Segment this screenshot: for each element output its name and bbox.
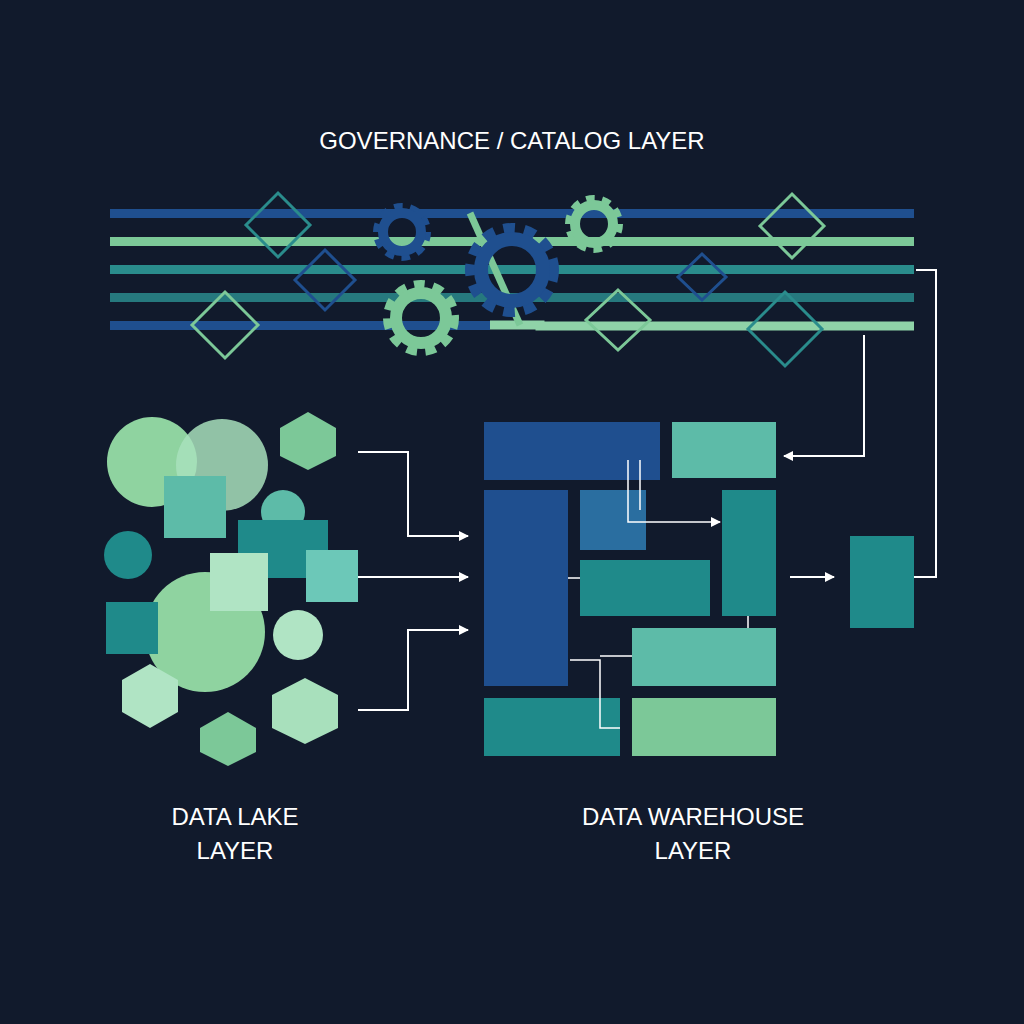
layer-label: DATA LAKE LAYER (150, 800, 320, 868)
layer-label: GOVERNANCE / CATALOG LAYER (252, 124, 772, 158)
gears (378, 200, 618, 350)
governance-stripes (110, 209, 914, 330)
catalog-diamonds (192, 193, 824, 366)
data-lake-shapes (104, 412, 358, 766)
layer-label: DATA WAREHOUSE LAYER (548, 800, 838, 868)
warehouse-blocks (484, 422, 914, 756)
flow-arrows (358, 270, 936, 710)
